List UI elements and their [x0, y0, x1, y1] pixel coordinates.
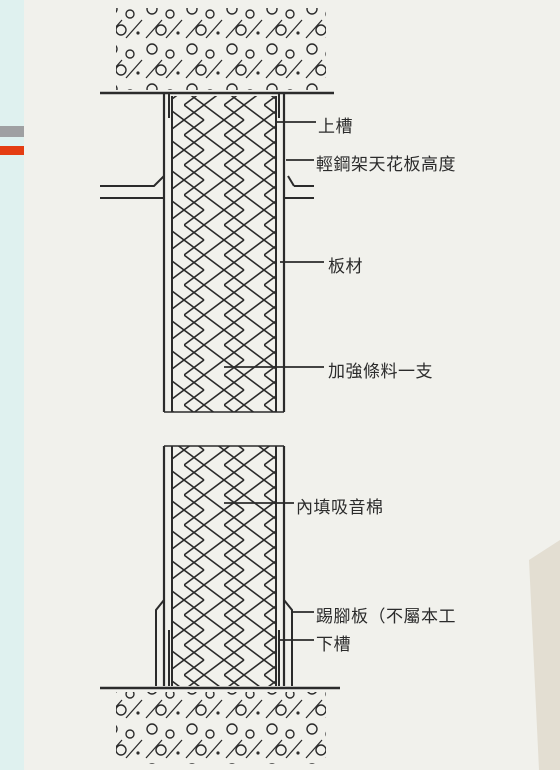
label-bottom-track: 下槽 [316, 635, 351, 655]
label-stud: 加強條料一支 [328, 362, 433, 382]
label-board: 板材 [328, 257, 363, 277]
lower-wall-panel [155, 445, 293, 686]
label-top-track: 上槽 [318, 117, 353, 137]
label-ceiling-height: 輕鋼架天花板高度 [316, 155, 456, 175]
label-insulation: 內填吸音棉 [296, 498, 384, 518]
bottom-slab [100, 686, 340, 764]
torn-paper [529, 540, 560, 770]
wall-section-drawing: 上槽 輕鋼架天花板高度 板材 加強條料一支 內填吸音棉 踢腳板（不屬本工 下槽 [24, 0, 560, 770]
wall-section-svg [100, 8, 560, 770]
red-marker [0, 146, 24, 155]
leader-lines [224, 121, 324, 641]
left-color-strip [0, 0, 24, 770]
upper-wall-panel [100, 93, 314, 413]
gray-marker [0, 126, 24, 137]
label-baseboard: 踢腳板（不屬本工 [316, 607, 456, 627]
top-slab [100, 8, 334, 95]
